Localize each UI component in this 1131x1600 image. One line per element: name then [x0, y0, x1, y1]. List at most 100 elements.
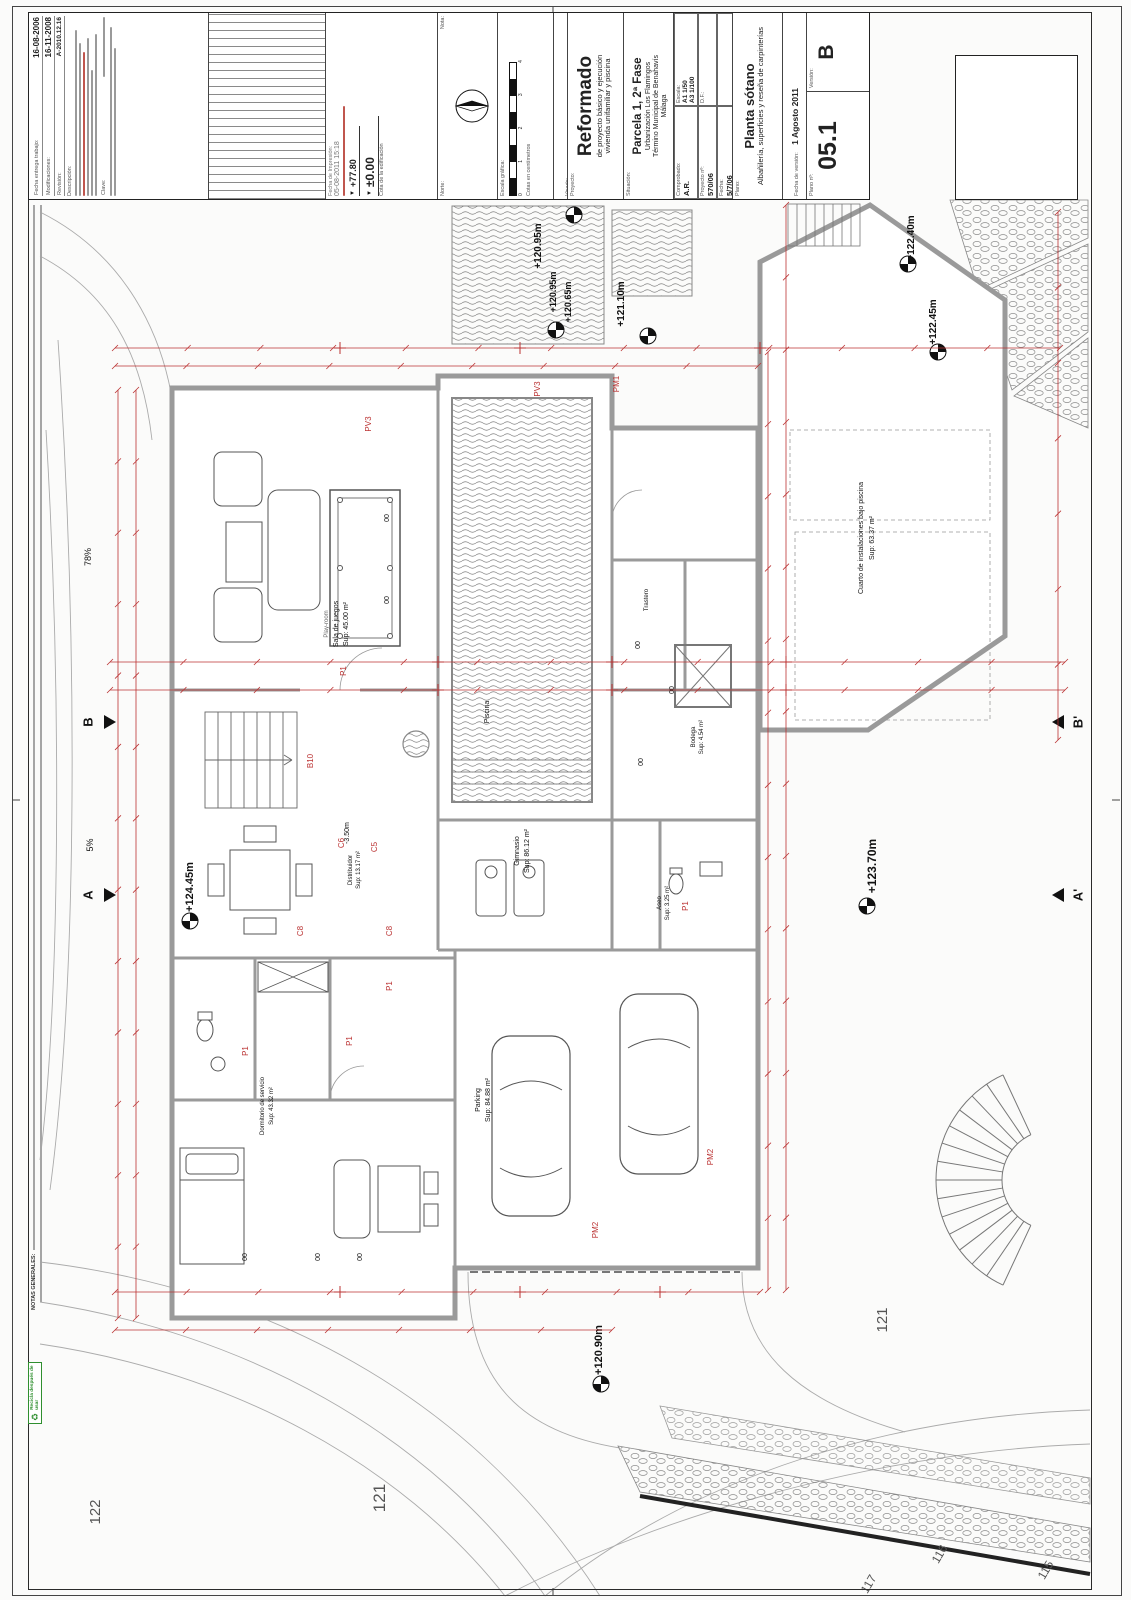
plan-label: 00: [357, 1253, 364, 1261]
bed: [179, 1147, 245, 1265]
plan-label: P1: [681, 901, 690, 911]
svg-text:B': B': [1070, 716, 1085, 728]
plan-label: C5: [370, 841, 379, 852]
plan-label: Bodega: [691, 726, 697, 747]
plan-label: Play-room: [324, 610, 330, 637]
delivery-date-label: Fecha entrega trabajo:: [33, 139, 40, 195]
version-label: Versión:: [809, 68, 816, 89]
stone-retaining-walls: [617, 199, 1091, 1576]
general-notes-header: NOTAS GENERALES:: [30, 1253, 37, 1310]
plan-label: PM2: [706, 1148, 715, 1165]
level-mark-icon: ▼: [367, 190, 374, 196]
plan-label: 122: [87, 1499, 104, 1524]
visado-stamp-box: [955, 55, 1078, 200]
version-date-block: Fecha de versión: 1 Agosto 2011: [783, 13, 808, 199]
plan-label: 121: [370, 1484, 389, 1512]
furniture: [179, 451, 723, 1265]
plan-label: 00: [638, 758, 645, 766]
plan-label: Sup: 43.32 m²: [269, 1087, 275, 1125]
scale-a3: A3 1/100: [688, 76, 696, 103]
plan-label: 78%: [83, 548, 93, 566]
plan-label: 117: [858, 1572, 880, 1596]
swimming-pool: [402, 397, 593, 803]
project-number-value: 570/06: [705, 173, 715, 196]
sheet-title: Planta sótano: [742, 63, 758, 149]
north-block: Norte: Nota:: [438, 13, 498, 199]
delivery-date-1: 16-08-2006: [32, 17, 41, 58]
plan-label: 00: [384, 514, 391, 522]
plan-label: 00: [384, 596, 391, 604]
revision-value: A-2010.12.16: [56, 17, 63, 57]
sheet-title-block: Plano: Planta sótano Albañilería, superf…: [733, 13, 784, 199]
fan-stair: [935, 1074, 1032, 1286]
df-label: D.F.:: [699, 91, 706, 103]
plan-label: C8: [385, 925, 394, 936]
plan-label: +120.95m: [533, 223, 544, 268]
scale-bar: [508, 62, 517, 196]
zero-level-value: ±0.00: [363, 157, 378, 188]
plan-label: Sup: 86.12 m²: [524, 828, 531, 873]
plan-label: Sup: 13.17 m²: [356, 851, 362, 889]
north-label: Norte:: [440, 181, 447, 196]
location-line2: Urbanización Los Flamingos: [644, 61, 652, 151]
checked-value: A.R.: [681, 181, 691, 196]
benchmark-symbol: [639, 327, 657, 345]
plan-number-block: Plano nº: 05.1 Versión: B: [807, 13, 870, 199]
plan-label: +120.65m: [563, 282, 573, 323]
modifications-label: Modificaciones:: [45, 157, 52, 195]
plan-label: Cuarto de instalaciones bajo piscina: [858, 482, 865, 594]
fold-marks: [12, 6, 1120, 1596]
plan-label: C6: [337, 837, 346, 848]
upper-level-value: +77.80: [348, 159, 359, 188]
revision-block: Fecha entrega trabajo: 16-08-2006 Modifi…: [29, 13, 209, 199]
plan-label: C8: [296, 925, 305, 936]
plan-label: Gimnasio: [514, 836, 521, 866]
plan-label: +120.90m: [593, 1325, 605, 1375]
plan-label: Dormitorio de servicio: [260, 1076, 266, 1135]
plan-label: P1: [385, 981, 394, 991]
benchmark-symbol: [565, 206, 583, 224]
sheet-subtitle: Albañilería, superficies y reseña de car…: [756, 27, 766, 185]
print-date-value: 05-08-2011 15:18: [334, 141, 342, 196]
benchmark-symbol: [547, 321, 565, 339]
car: [491, 1035, 571, 1217]
eco-text: Recicla después de usar: [30, 1365, 40, 1410]
plan-label: P1: [339, 666, 348, 676]
plan-label: +122.40m: [906, 215, 917, 260]
zero-level-label: Cota de la edificación: [379, 143, 386, 196]
nota-label: Nota:: [440, 16, 447, 30]
plan-label: +121.10m: [616, 281, 627, 326]
plan-label: Aseo: [657, 896, 663, 910]
plan-label: PV3: [533, 381, 542, 397]
project-title: Reformado: [574, 55, 596, 157]
plan-label: 5%: [85, 838, 95, 851]
plan-label: 00: [242, 1253, 249, 1261]
plan-label: 00: [635, 641, 642, 649]
visado-label-row: Visado:: [553, 13, 568, 199]
benchmark-symbol: [592, 1375, 610, 1393]
benchmark-symbol: [181, 912, 199, 930]
scale-a1: A1 1/50: [681, 80, 689, 103]
section-marker: B: [80, 715, 116, 729]
plan-label: +124.45m: [184, 862, 196, 912]
general-notes-strip: NOTAS GENERALES:: [30, 205, 44, 1310]
plan-label: +120.95m: [548, 272, 558, 313]
plan-label: Piscina: [484, 701, 491, 724]
title-block: Fecha entrega trabajo: 16-08-2006 Modifi…: [28, 12, 870, 200]
plan-label: 121: [874, 1307, 891, 1332]
section-marker: A: [80, 888, 116, 902]
billiard-table: [329, 489, 401, 647]
plan-label: 00: [315, 1253, 322, 1261]
plan-label: Parking: [475, 1088, 482, 1112]
plan-label: -3.50m: [344, 822, 351, 844]
car: [619, 993, 699, 1175]
scale-bar-label: Escala gráfica:: [499, 159, 506, 196]
bathroom-fixtures: [196, 861, 723, 1072]
plan-number-value: 05.1: [814, 121, 843, 170]
svg-text:A': A': [1070, 889, 1085, 901]
plan-label: Sup: 84.88 m²: [485, 1077, 492, 1122]
building-walls: [169, 373, 761, 1321]
